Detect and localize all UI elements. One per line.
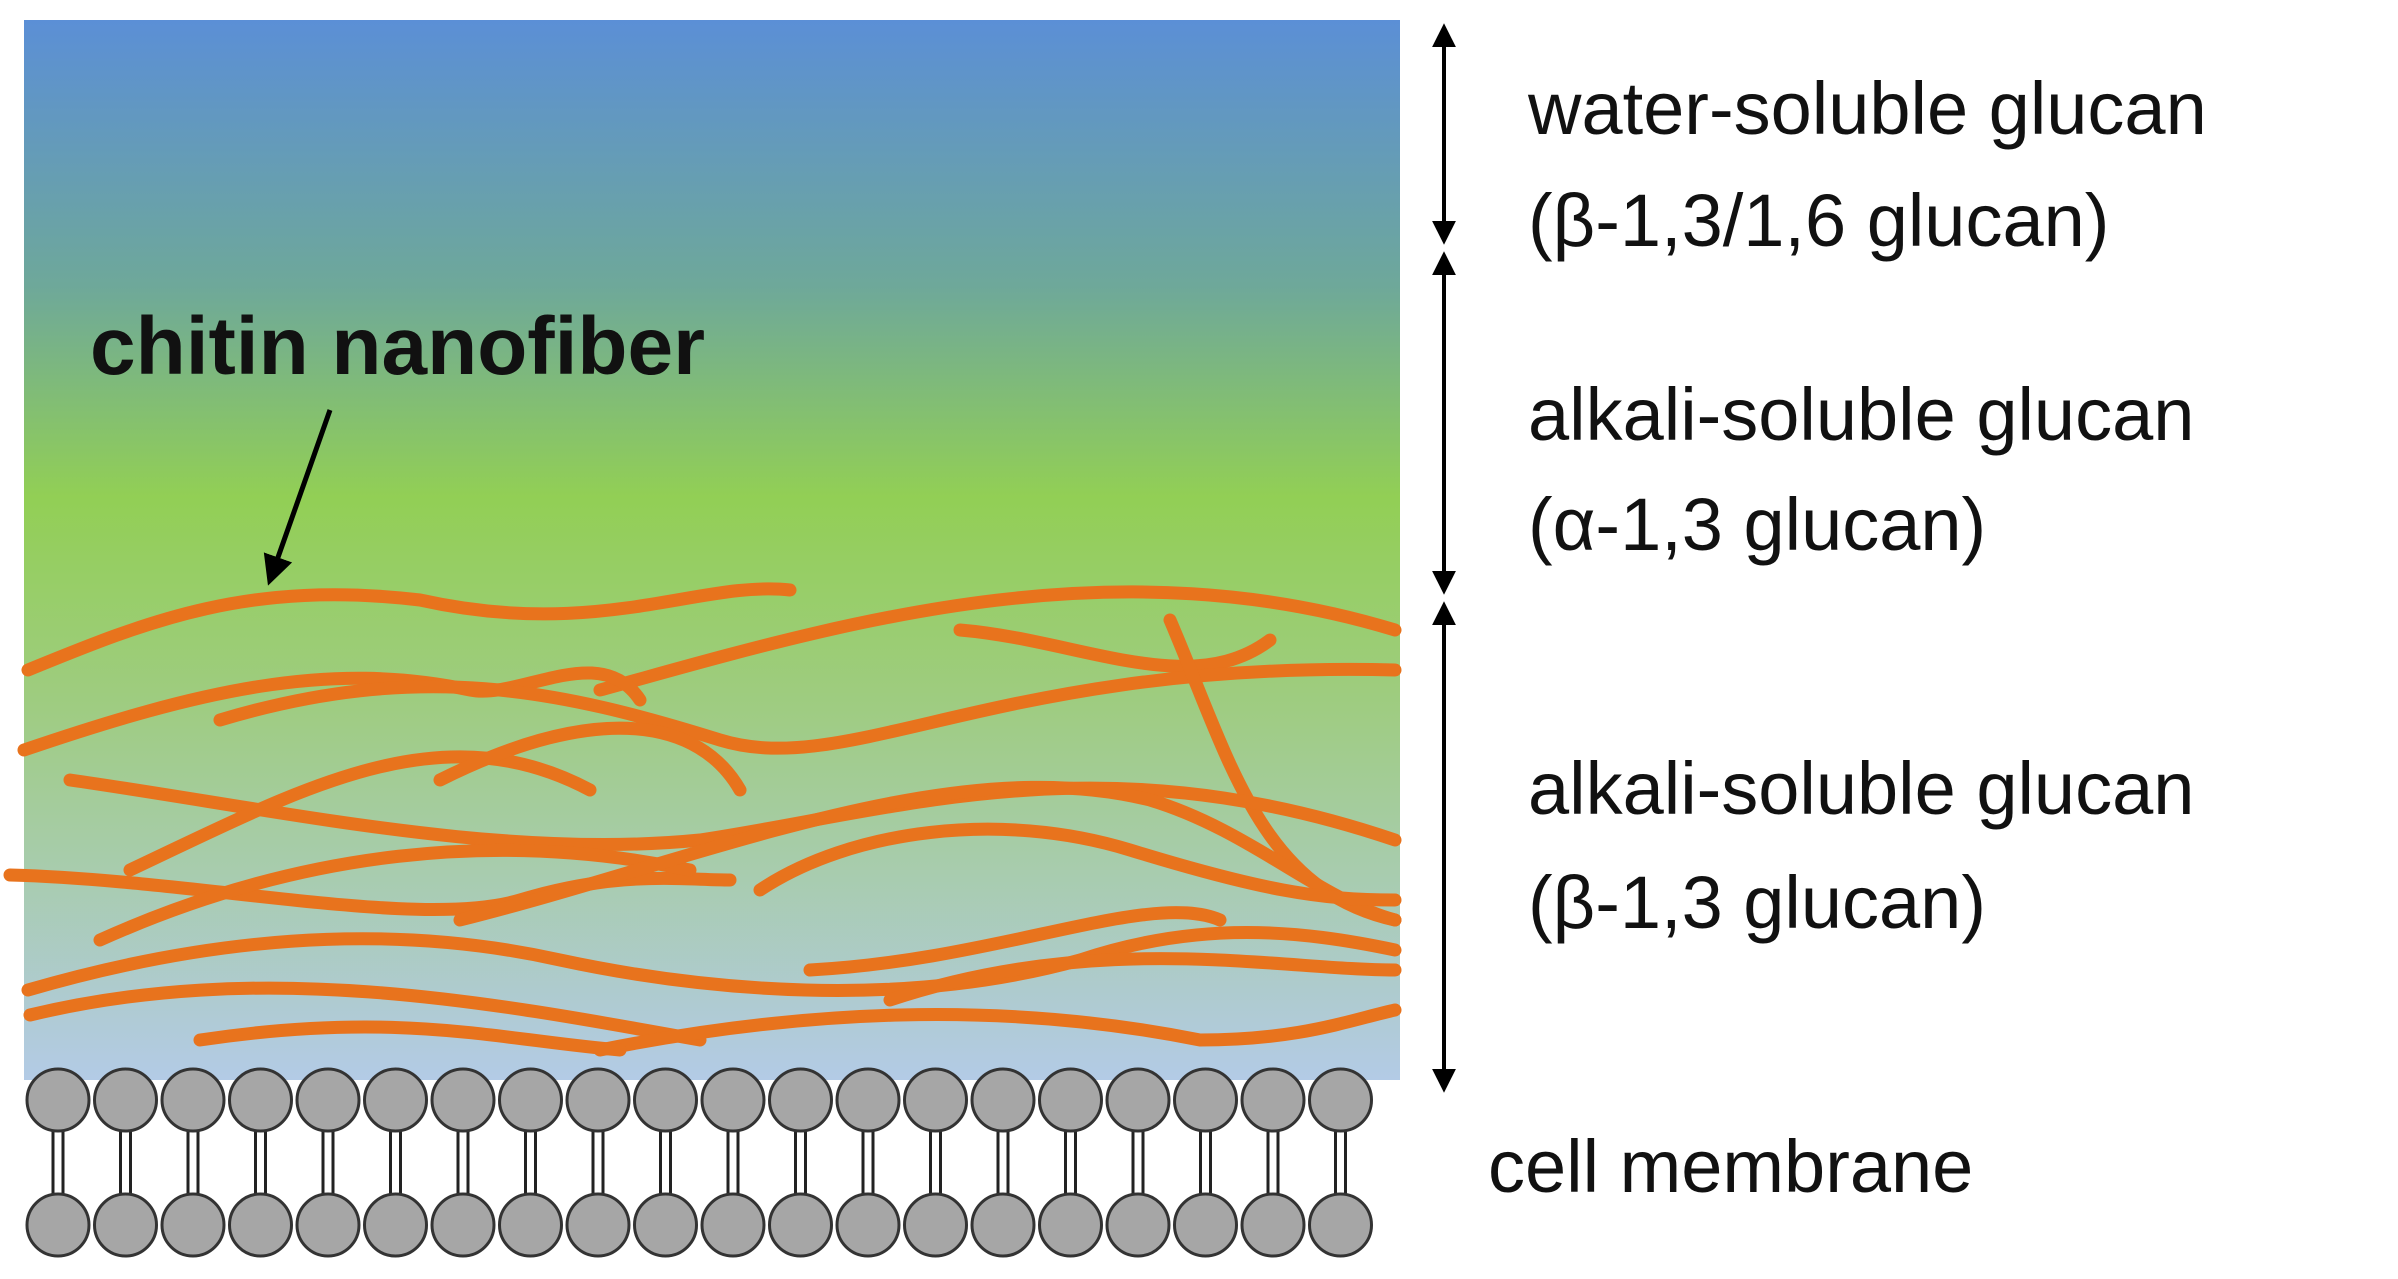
lipid-head-icon bbox=[565, 1192, 631, 1258]
lipid-head-icon bbox=[228, 1067, 293, 1133]
lipid-head-icon bbox=[835, 1067, 901, 1133]
chitin-fiber bbox=[93, 843, 697, 947]
lipid-head-icon bbox=[498, 1067, 563, 1133]
lipid-head-icon bbox=[700, 1192, 766, 1258]
lipid-head-icon bbox=[903, 1192, 968, 1258]
lipid-head-icon bbox=[1173, 1067, 1238, 1133]
chitin-fiber bbox=[123, 750, 597, 877]
lipid-head-icon bbox=[1173, 1192, 1238, 1258]
lipid-head-icon bbox=[25, 1192, 91, 1258]
chitin-fiber bbox=[453, 780, 1402, 927]
lipid-head-icon bbox=[295, 1192, 361, 1258]
chitin-fiber bbox=[3, 868, 737, 917]
chitin-fiber bbox=[21, 582, 797, 677]
lipid-head-icon bbox=[1105, 1067, 1171, 1133]
chitin-fiber bbox=[23, 981, 707, 1047]
chitin-fiber bbox=[433, 721, 747, 797]
chitin-fiber bbox=[193, 1020, 627, 1057]
lipid-head-icon bbox=[633, 1192, 698, 1258]
lipid-head-icon bbox=[903, 1067, 968, 1133]
lipid-head-icon bbox=[1038, 1067, 1103, 1133]
lipid-head-icon bbox=[93, 1192, 158, 1258]
chitin-fiber bbox=[593, 585, 1402, 697]
layer2-type: (α-1,3 glucan) bbox=[1528, 483, 1987, 566]
lipid-head-icon bbox=[1038, 1192, 1103, 1258]
chitin-fiber bbox=[63, 773, 1402, 852]
lipid-head-icon bbox=[160, 1192, 226, 1258]
lipid-head-icon bbox=[498, 1192, 563, 1258]
lipid-head-icon bbox=[93, 1067, 158, 1133]
lipid-head-icon bbox=[835, 1192, 901, 1258]
layer3-name: alkali-soluble glucan bbox=[1528, 747, 2195, 830]
chitin-fiber bbox=[753, 822, 1402, 907]
lipid-head-icon bbox=[363, 1067, 428, 1133]
lipid-head-icon bbox=[565, 1067, 631, 1133]
lipid-head-icon bbox=[228, 1192, 293, 1258]
lipid-head-icon bbox=[363, 1192, 428, 1258]
lipid-head-icon bbox=[700, 1067, 766, 1133]
chitin-fibers bbox=[3, 582, 1402, 1057]
chitin-label: chitin nanofiber bbox=[90, 301, 705, 392]
lipid-head-icon bbox=[1240, 1067, 1306, 1133]
lipid-head-icon bbox=[1240, 1192, 1306, 1258]
lipid-head-icon bbox=[970, 1067, 1036, 1133]
chitin-fiber bbox=[953, 623, 1277, 673]
lipid-head-icon bbox=[1105, 1192, 1171, 1258]
layer2-name: alkali-soluble glucan bbox=[1528, 373, 2195, 456]
layer3-type: (β-1,3 glucan) bbox=[1528, 861, 1986, 944]
chitin-pointer-arrow-icon bbox=[263, 409, 333, 586]
chitin-fiber bbox=[883, 952, 1402, 1007]
lipid-head-icon bbox=[970, 1192, 1036, 1258]
membrane-label: cell membrane bbox=[1488, 1125, 1974, 1208]
lipid-head-icon bbox=[295, 1067, 361, 1133]
layer1-name: water-soluble glucan bbox=[1528, 67, 2207, 150]
lipid-head-icon bbox=[430, 1067, 496, 1133]
chitin-fiber bbox=[21, 926, 1402, 997]
lipid-head-icon bbox=[1308, 1192, 1373, 1258]
cell-wall-region bbox=[24, 20, 1400, 1080]
layer1-type: (β-1,3/1,6 glucan) bbox=[1528, 179, 2110, 262]
chitin-fiber bbox=[803, 906, 1227, 977]
lipid-head-icon bbox=[430, 1192, 496, 1258]
lipid-head-icon bbox=[160, 1067, 226, 1133]
chitin-fiber bbox=[213, 662, 1402, 755]
lipid-head-icon bbox=[1308, 1067, 1373, 1133]
lipid-head-icon bbox=[633, 1067, 698, 1133]
lipid-head-icon bbox=[768, 1192, 833, 1258]
lipid-head-icon bbox=[768, 1067, 833, 1133]
lipid-head-icon bbox=[25, 1067, 91, 1133]
chitin-fiber bbox=[593, 1003, 1402, 1057]
lipid-bilayer bbox=[25, 1067, 1373, 1258]
